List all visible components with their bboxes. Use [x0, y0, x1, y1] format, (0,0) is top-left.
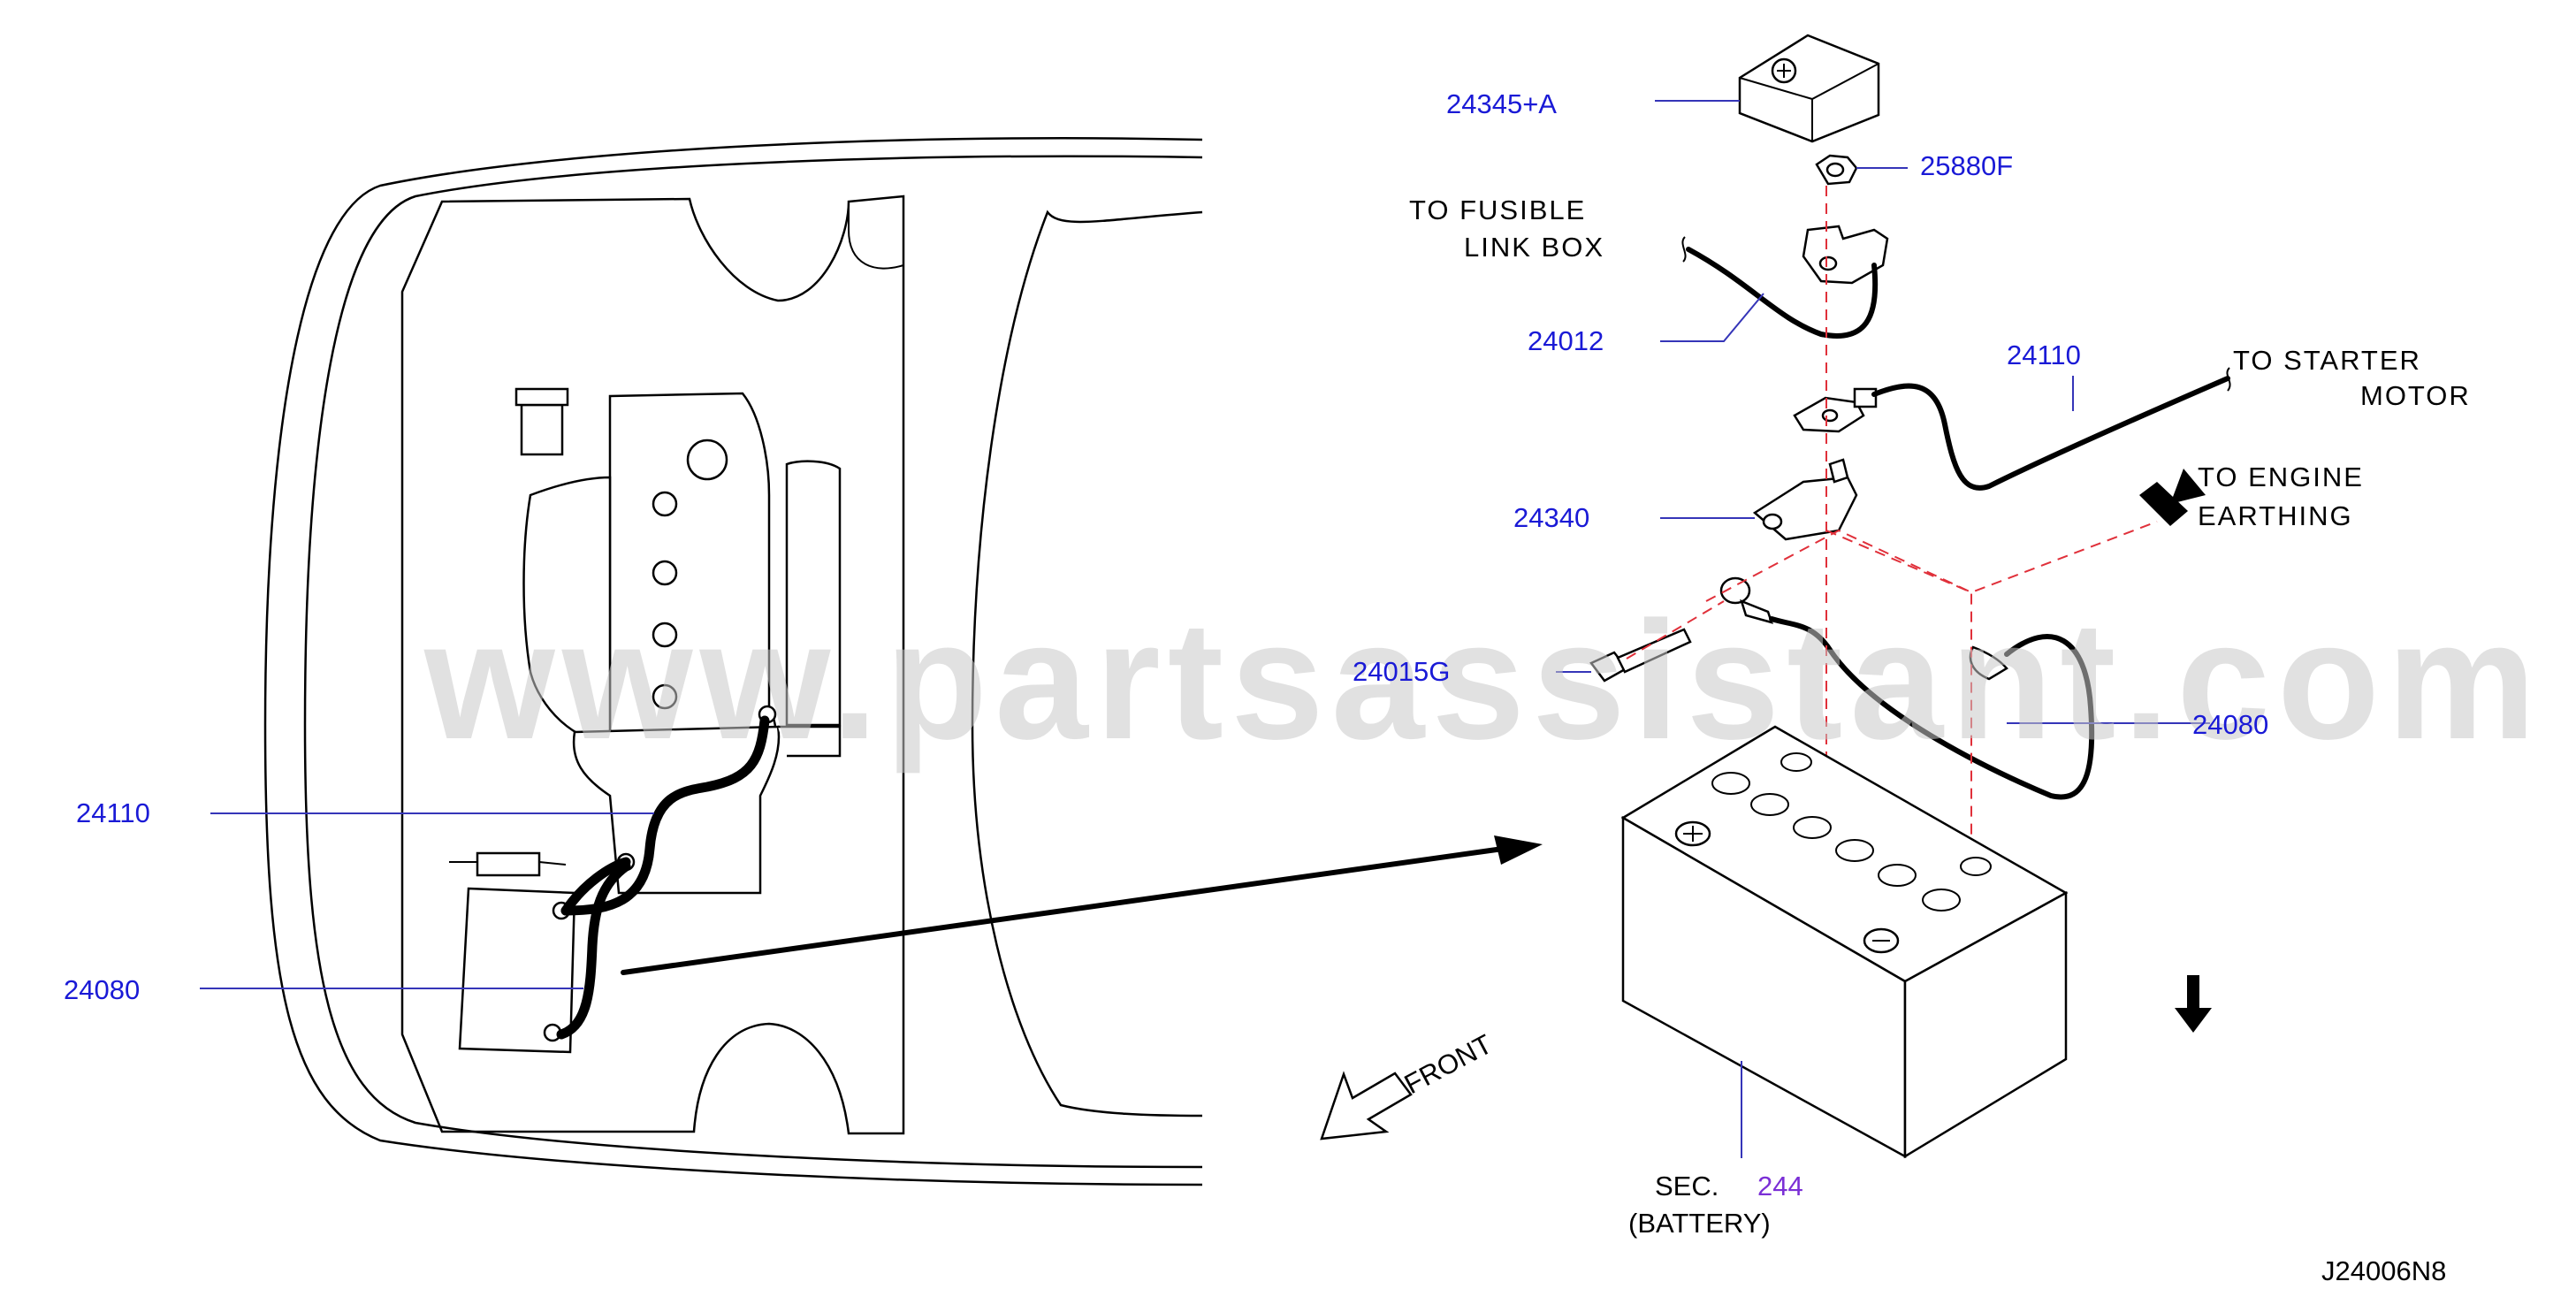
note-fusible-line1: TO FUSIBLE — [1409, 195, 1586, 225]
drawing-code: J24006N8 — [2321, 1255, 2446, 1286]
callout-24345a[interactable]: 24345+A — [1446, 88, 1557, 119]
note-starter-line2: MOTOR — [2360, 380, 2471, 411]
down-arrow-icon — [2175, 975, 2212, 1033]
callout-24015g[interactable]: 24015G — [1353, 656, 1450, 687]
detail-arrow-icon — [621, 846, 1505, 975]
callout-24080-left[interactable]: 24080 — [64, 974, 140, 1005]
nut-icon — [1815, 154, 1858, 186]
clamp-icon — [1802, 225, 1889, 285]
cable-24080-small — [556, 861, 631, 1040]
callout-25880f[interactable]: 25880F — [1920, 150, 2013, 181]
cable-24110-detail — [1871, 376, 2230, 491]
bolt-icon — [1589, 628, 1692, 683]
sec-number-link[interactable]: 244 — [1757, 1171, 1803, 1201]
engine-bay-overview — [200, 137, 1543, 1186]
callout-24080-right[interactable]: 24080 — [2192, 709, 2268, 740]
terminal-cover-icon — [1738, 34, 1880, 143]
battery-detail — [1556, 34, 2231, 1159]
battery-small-icon — [449, 705, 777, 1054]
callout-24012[interactable]: 24012 — [1528, 325, 1604, 356]
cable-fusible — [1686, 247, 1879, 339]
callout-24110-left[interactable]: 24110 — [76, 797, 150, 828]
battery-caption: (BATTERY) — [1628, 1208, 1771, 1239]
front-label: FRONT — [1399, 1028, 1498, 1100]
cable-24110-small — [560, 715, 770, 916]
front-direction-icon — [1320, 1071, 1413, 1140]
note-earthing-line1: TO ENGINE — [2198, 461, 2364, 492]
callout-24340[interactable]: 24340 — [1513, 502, 1589, 533]
starter-terminal-icon — [1793, 387, 1878, 433]
watermark: www.partsassistant.com — [423, 587, 2543, 774]
battery-large-icon — [1620, 725, 2069, 1159]
callout-24110-right[interactable]: 24110 — [2007, 339, 2081, 370]
note-earthing-line2: EARTHING — [2198, 500, 2353, 531]
engine-block-icon — [514, 387, 842, 895]
note-fusible-line2: LINK BOX — [1464, 232, 1604, 263]
earth-cable-icon — [1719, 576, 2008, 681]
note-starter-line1: TO STARTER — [2233, 345, 2421, 376]
sec-prefix: SEC. — [1655, 1171, 1719, 1201]
battery-terminal-icon — [1752, 458, 1858, 541]
